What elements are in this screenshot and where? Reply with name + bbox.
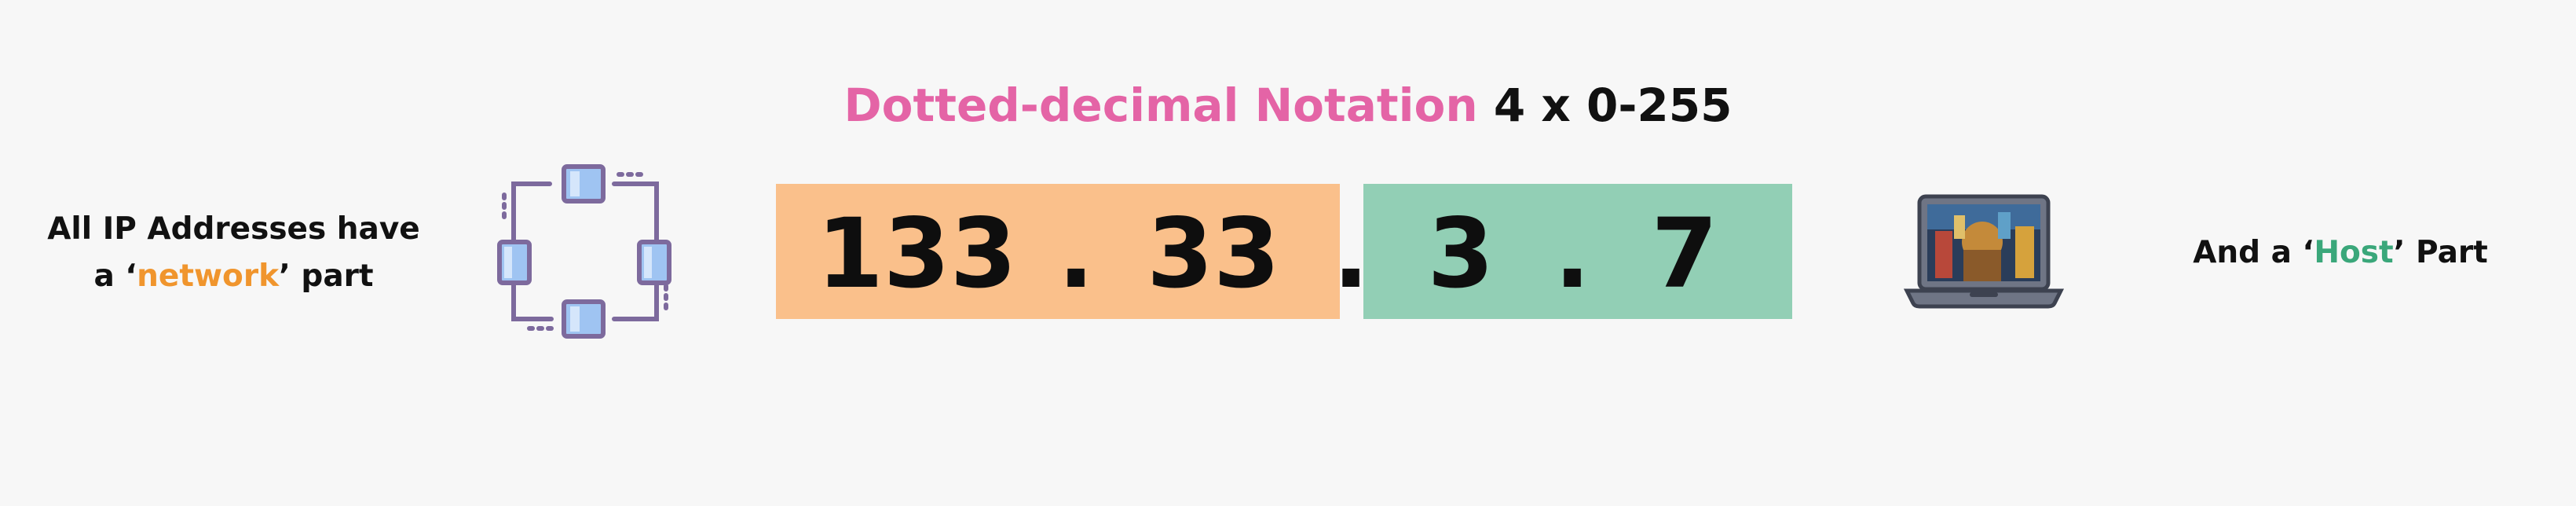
network-part-caption: All IP Addresses have a ‘network’ part bbox=[31, 206, 436, 300]
ip-octet-2: 33 bbox=[1147, 198, 1280, 310]
host-caption-quote-open: And a ‘ bbox=[2193, 235, 2314, 270]
network-part-box bbox=[776, 184, 1340, 319]
ip-octet-1: 133 bbox=[817, 198, 1017, 310]
ip-separator-3: . bbox=[1553, 198, 1591, 310]
ip-separator-2: . bbox=[1332, 198, 1370, 310]
ip-octet-3: 3 bbox=[1427, 198, 1495, 310]
network-caption-line1: All IP Addresses have bbox=[47, 211, 420, 247]
notation-title: Dotted-decimal Notation 4 x 0-255 bbox=[0, 79, 2576, 132]
network-caption-quote-close: ’ part bbox=[279, 258, 374, 294]
network-caption-quote-open: a ‘ bbox=[93, 258, 137, 294]
ip-separator-1: . bbox=[1057, 198, 1095, 310]
notation-title-highlight: Dotted-decimal Notation bbox=[843, 79, 1478, 132]
host-caption-quote-close: ’ Part bbox=[2393, 235, 2488, 270]
host-part-box bbox=[1363, 184, 1792, 319]
host-part-caption: And a ‘Host’ Part bbox=[2168, 229, 2513, 277]
laptop-icon bbox=[1904, 194, 2064, 309]
ip-octet-4: 7 bbox=[1651, 198, 1718, 310]
host-caption-highlight: Host bbox=[2314, 235, 2394, 270]
network-topology-icon bbox=[497, 164, 671, 339]
network-caption-highlight: network bbox=[137, 258, 280, 294]
network-caption-line2: a ‘network’ part bbox=[31, 253, 436, 300]
notation-title-range: 4 x 0-255 bbox=[1493, 79, 1733, 132]
